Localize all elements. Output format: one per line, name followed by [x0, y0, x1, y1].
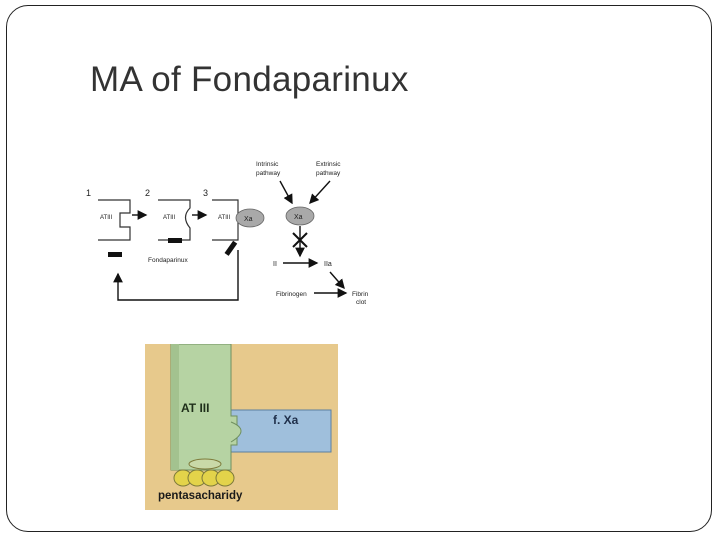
slide-title: MA of Fondaparinux: [90, 60, 409, 100]
fibrinogen-label: Fibrinogen: [276, 291, 307, 298]
extrinsic-pathway-label-1: Extrinsic: [316, 161, 341, 168]
atiii-label-1: ATIII: [100, 215, 113, 221]
pentasaccharide-label: pentasacharidy: [158, 490, 243, 502]
fondaparinux-bar-1: [108, 252, 122, 257]
binding-illustration: f. Xa AT III pentasacharidy: [145, 344, 338, 510]
prothrombin-label: II: [273, 261, 277, 268]
intrinsic-pathway-label-2: pathway: [256, 170, 281, 177]
intrinsic-pathway-label-1: Intrinsic: [256, 161, 279, 168]
atiii-label: AT III: [181, 401, 209, 415]
fondaparinux-label: Fondaparinux: [148, 257, 188, 264]
xa-bound-label: Xa: [244, 216, 253, 223]
intrinsic-arrow: [280, 181, 292, 203]
fondaparinux-bar-2: [168, 238, 182, 243]
xa-label: Xa: [294, 214, 303, 221]
fondaparinux-bar-3: [225, 241, 238, 256]
factor-xa-label: f. Xa: [273, 413, 299, 427]
step-number-2: 2: [145, 188, 150, 198]
atiii-label-2: ATIII: [163, 215, 176, 221]
atiii-label-3: ATIII: [218, 215, 231, 221]
thrombin-label: IIa: [324, 261, 332, 268]
step-number-3: 3: [203, 188, 208, 198]
extrinsic-pathway-label-2: pathway: [316, 170, 341, 177]
atiii-edge: [171, 344, 179, 470]
thrombin-arrow: [330, 272, 344, 288]
fibrin-clot-label-1: Fibrin: [352, 291, 369, 298]
mechanism-diagram: 1 2 3 ATIII ATIII ATIII Xa Fondaparinux …: [80, 150, 380, 310]
step-number-1: 1: [86, 188, 91, 198]
fibrin-clot-label-2: clot: [356, 299, 366, 306]
extrinsic-arrow: [310, 181, 330, 203]
